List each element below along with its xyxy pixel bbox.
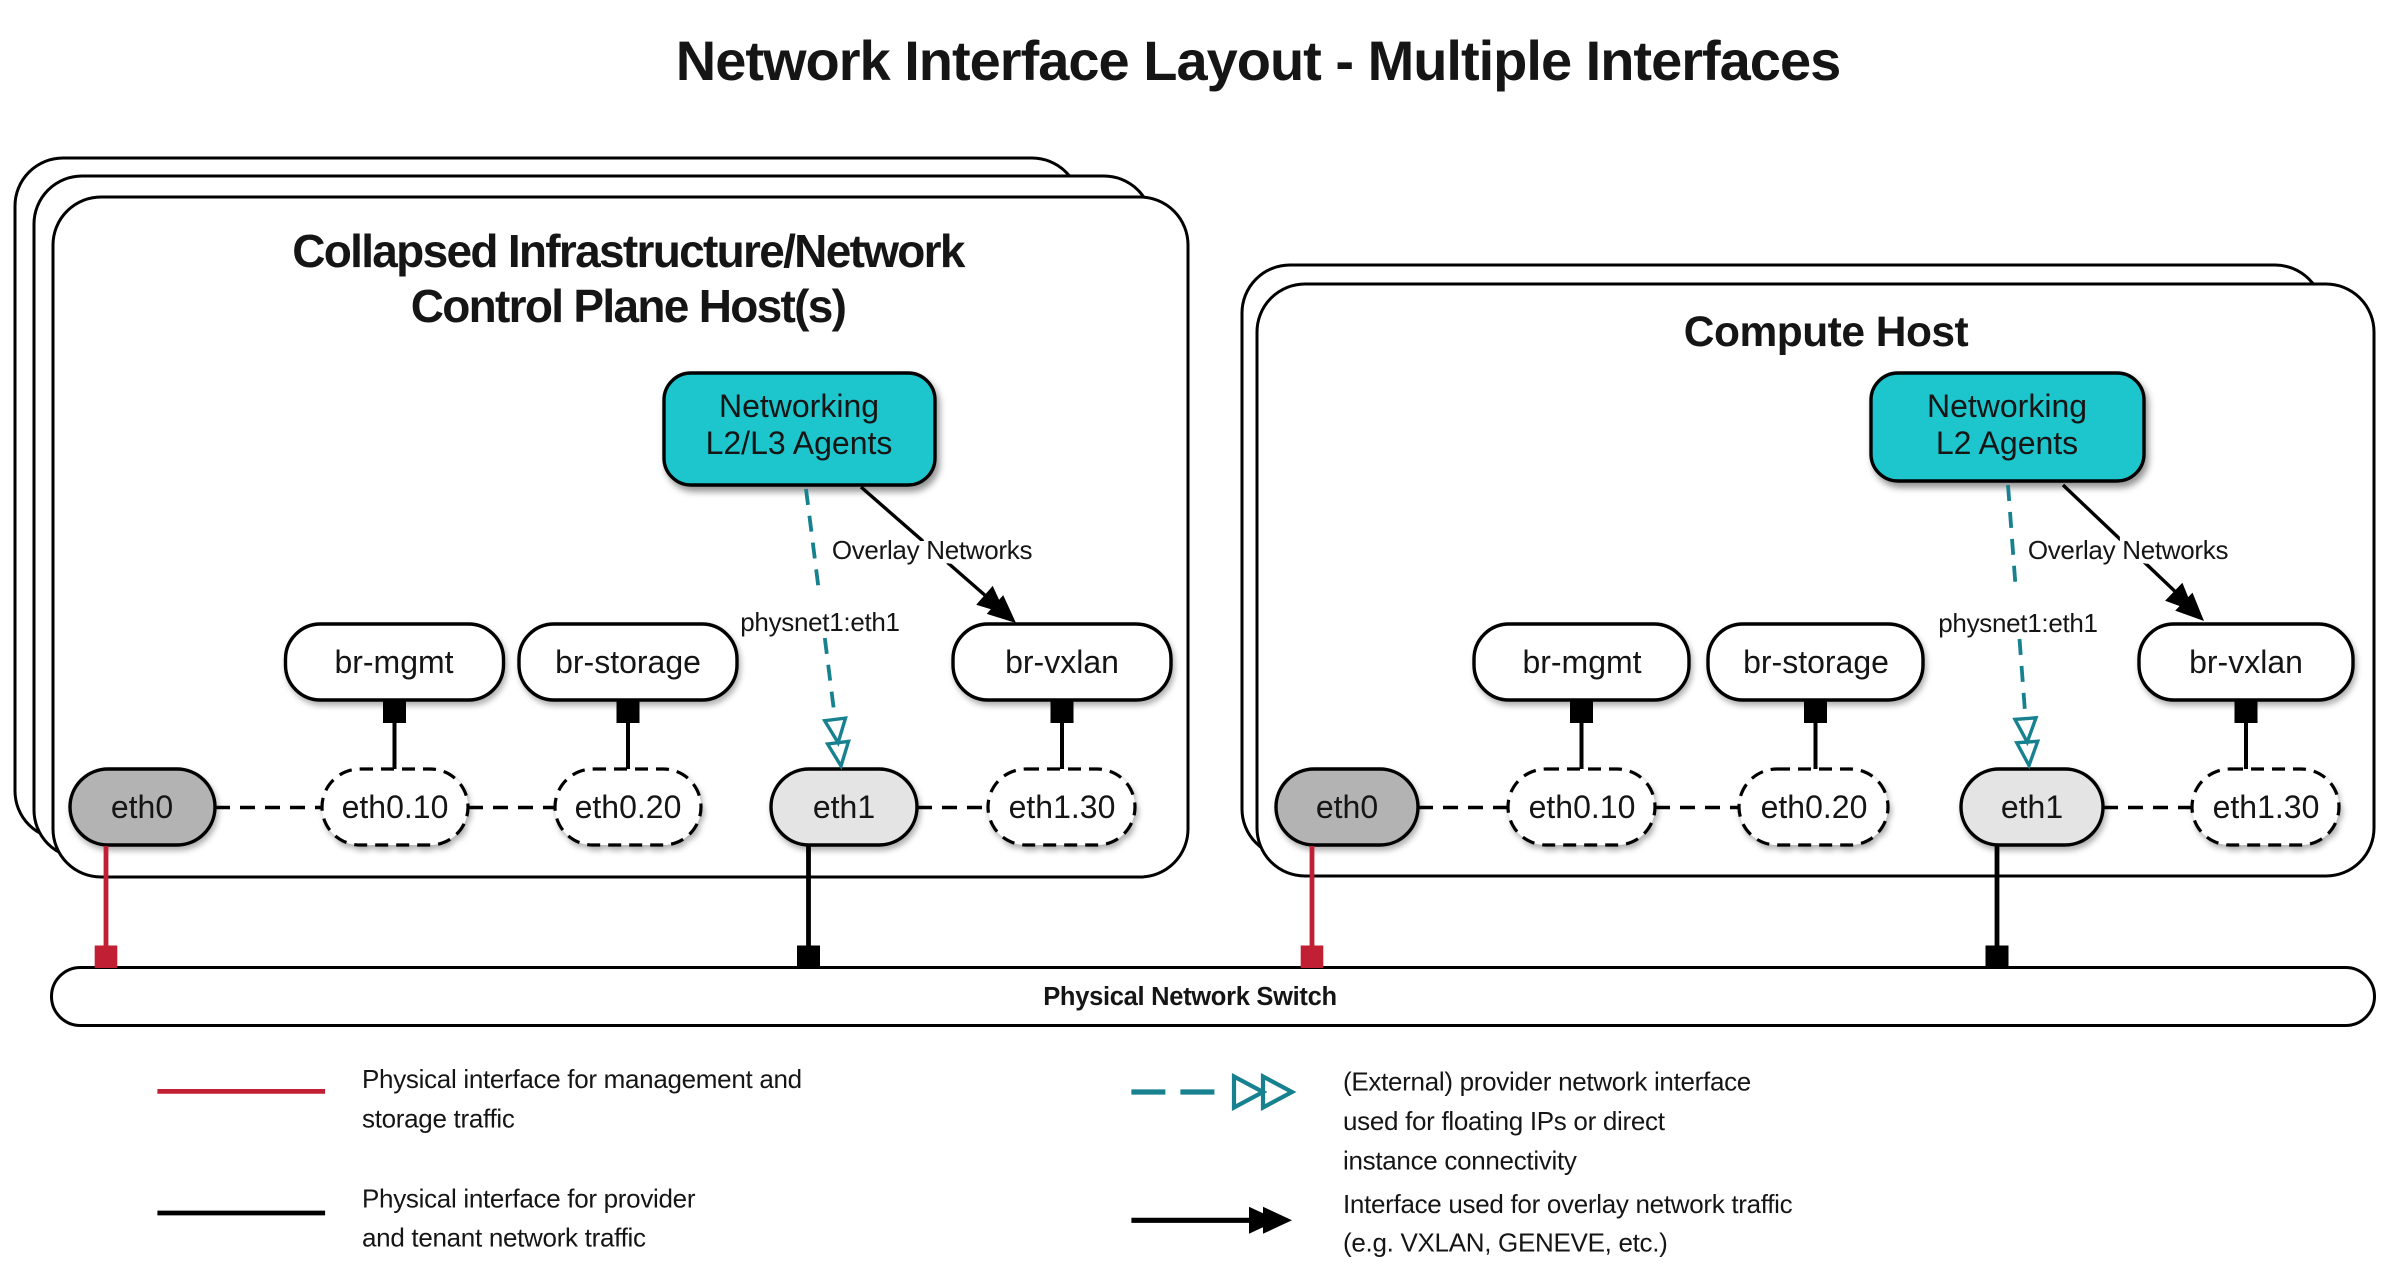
svg-text:Overlay Networks: Overlay Networks xyxy=(832,535,1033,565)
svg-text:Networking: Networking xyxy=(1927,388,2087,424)
svg-text:eth0.10: eth0.10 xyxy=(1529,789,1636,825)
svg-text:br-storage: br-storage xyxy=(1743,644,1889,680)
svg-text:L2 Agents: L2 Agents xyxy=(1936,425,2078,461)
svg-text:physnet1:eth1: physnet1:eth1 xyxy=(740,607,899,637)
svg-text:(External) provider network in: (External) provider network interface xyxy=(1343,1067,1751,1097)
svg-text:br-vxlan: br-vxlan xyxy=(2189,644,2303,680)
svg-text:Networking: Networking xyxy=(719,388,879,424)
svg-text:and tenant network traffic: and tenant network traffic xyxy=(362,1223,646,1253)
svg-text:eth0.20: eth0.20 xyxy=(1761,789,1868,825)
svg-text:(e.g. VXLAN, GENEVE, etc.): (e.g. VXLAN, GENEVE, etc.) xyxy=(1343,1228,1668,1258)
svg-text:eth0: eth0 xyxy=(1316,789,1378,825)
svg-text:Physical interface for provide: Physical interface for provider xyxy=(362,1184,696,1214)
svg-text:eth1.30: eth1.30 xyxy=(2213,789,2320,825)
svg-text:br-vxlan: br-vxlan xyxy=(1005,644,1119,680)
svg-text:Control Plane Host(s): Control Plane Host(s) xyxy=(411,280,846,332)
svg-text:Collapsed Infrastructure/Netwo: Collapsed Infrastructure/Network xyxy=(292,225,966,277)
svg-text:br-storage: br-storage xyxy=(555,644,701,680)
svg-text:L2/L3 Agents: L2/L3 Agents xyxy=(706,425,893,461)
svg-text:Overlay Networks: Overlay Networks xyxy=(2028,535,2229,565)
svg-text:Compute Host: Compute Host xyxy=(1684,309,1969,356)
svg-text:physnet1:eth1: physnet1:eth1 xyxy=(1938,608,2097,638)
svg-text:Interface used for overlay net: Interface used for overlay network traff… xyxy=(1343,1189,1793,1219)
svg-text:eth0: eth0 xyxy=(111,789,173,825)
svg-text:br-mgmt: br-mgmt xyxy=(334,644,453,680)
svg-text:Network Interface Layout - Mul: Network Interface Layout - Multiple Inte… xyxy=(676,29,1840,92)
svg-text:eth0.20: eth0.20 xyxy=(575,789,682,825)
svg-text:storage traffic: storage traffic xyxy=(362,1104,515,1134)
svg-text:eth0.10: eth0.10 xyxy=(342,789,449,825)
svg-text:eth1.30: eth1.30 xyxy=(1009,789,1116,825)
svg-text:Physical interface for managem: Physical interface for management and xyxy=(362,1064,802,1094)
svg-text:br-mgmt: br-mgmt xyxy=(1522,644,1641,680)
svg-text:used for floating IPs or direc: used for floating IPs or direct xyxy=(1343,1106,1666,1136)
svg-text:instance connectivity: instance connectivity xyxy=(1343,1146,1577,1176)
svg-text:eth1: eth1 xyxy=(2001,789,2063,825)
svg-text:eth1: eth1 xyxy=(813,789,875,825)
svg-text:Physical Network Switch: Physical Network Switch xyxy=(1043,983,1337,1011)
